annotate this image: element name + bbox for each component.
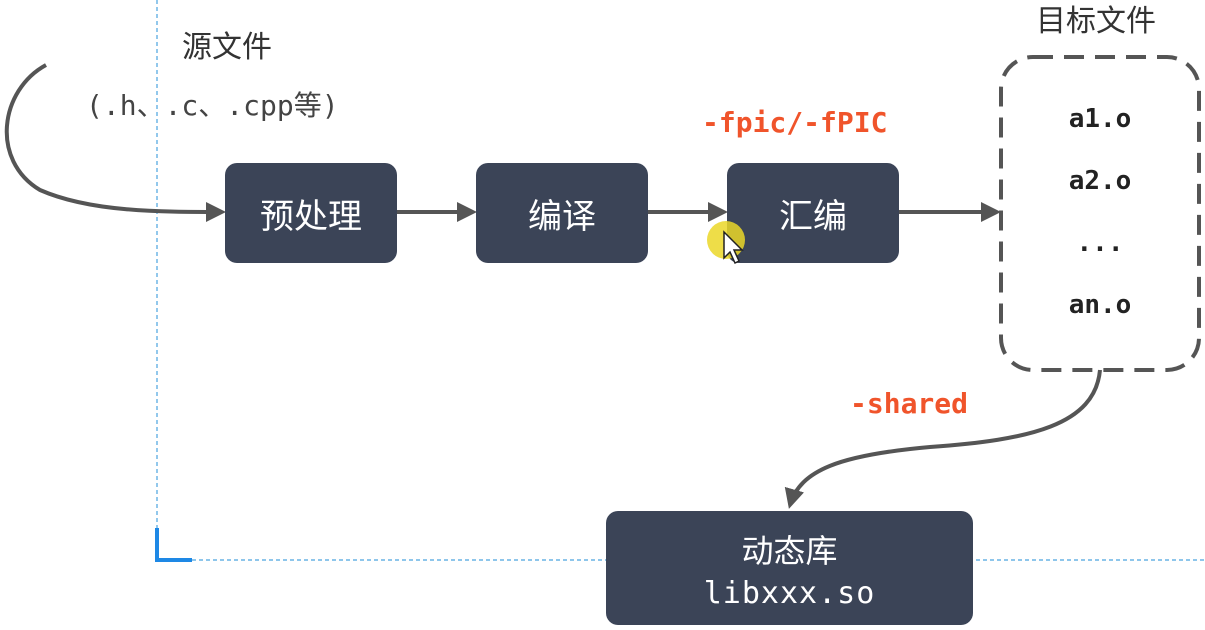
object-files-title: 目标文件 <box>1036 4 1156 39</box>
assemble-step-box: 汇编 <box>727 163 899 263</box>
shared-flag-label: -shared <box>850 387 969 420</box>
preprocess-step-box: 预处理 <box>225 163 397 263</box>
shared-library-title: 动态库 <box>741 531 838 570</box>
object-file-item: a1.o <box>1068 104 1132 134</box>
fpic-flag-label: -fpic/-fPIC <box>702 106 888 139</box>
object-files-list: a1.o a2.o ... an.o <box>1001 88 1199 336</box>
object-file-item: ... <box>1076 228 1124 258</box>
shared-library-box: 动态库 libxxx.so <box>606 511 973 625</box>
guide-corner <box>155 528 192 562</box>
compile-step-box: 编译 <box>476 163 648 263</box>
object-file-item: an.o <box>1068 290 1132 320</box>
object-file-item: a2.o <box>1068 166 1132 196</box>
source-file-types: (.h、.c、.cpp等) <box>86 89 339 122</box>
arrow-objects-to-library <box>784 369 1102 509</box>
source-files-title: 源文件 <box>182 30 272 65</box>
shared-library-filename: libxxx.so <box>703 575 876 611</box>
object-files-container <box>999 55 1201 372</box>
arrow-source-to-preprocess <box>4 63 226 222</box>
cursor-highlight <box>707 221 745 259</box>
